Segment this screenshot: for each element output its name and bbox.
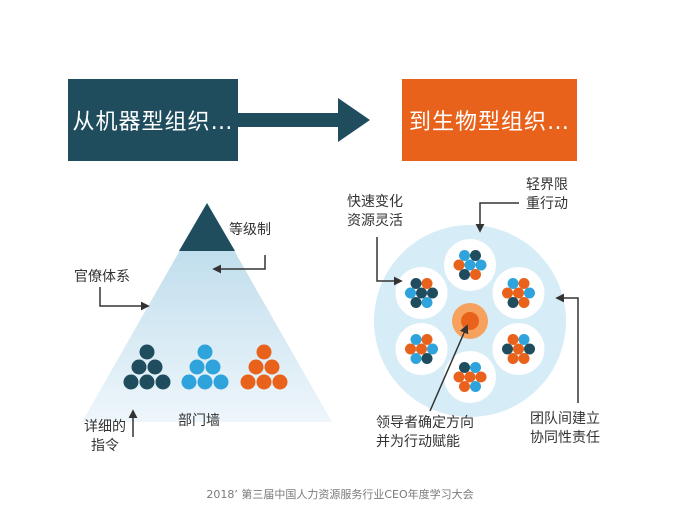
organism-member-dot	[507, 333, 519, 345]
team-member-dot	[147, 359, 163, 375]
team-member-dot	[155, 374, 171, 390]
organism-member-dot	[523, 343, 535, 355]
fast-change-label: 快速变化 资源灵活	[347, 194, 403, 229]
organism-member-dot	[421, 353, 433, 365]
organism-member-dot	[421, 297, 433, 309]
organism-member-dot	[459, 269, 470, 281]
bureaucracy-label: 官僚体系	[74, 269, 130, 285]
organism-member-dot	[470, 381, 481, 393]
team-member-dot	[213, 374, 229, 390]
organism-member-dot	[518, 277, 530, 289]
organism-member-dot	[405, 287, 417, 299]
pyramid-apex	[179, 203, 235, 251]
detailed-instructions-label: 详细的 指令	[84, 419, 126, 454]
organism-member-dot	[421, 333, 433, 345]
team-member-dot	[256, 344, 272, 360]
pyramid-team-groups	[123, 344, 288, 390]
transition-arrow	[238, 98, 370, 142]
organism-cells	[395, 239, 545, 403]
organism-member-dot	[507, 297, 519, 309]
organism-organization-label: 到生物型组织…	[408, 110, 570, 135]
organism-member-dot	[459, 249, 470, 261]
organism-member-dot	[475, 259, 487, 271]
organism-member-dot	[501, 287, 513, 299]
light-bounds-label: 轻界限 重行动	[526, 177, 568, 212]
organism-member-dot	[421, 277, 433, 289]
light-bounds-pointer	[475, 202, 519, 233]
organism-member-dot	[410, 353, 422, 365]
organism-member-dot	[410, 277, 422, 289]
organism-member-dot	[470, 361, 481, 373]
team-member-dot	[264, 359, 280, 375]
organism-member-dot	[416, 343, 428, 355]
fast-change-pointer	[376, 237, 403, 286]
organism-member-dot	[518, 297, 530, 309]
team-member-dot	[197, 344, 213, 360]
team-member-dot	[248, 359, 264, 375]
organism-member-dot	[416, 287, 428, 299]
team-member-dot	[272, 374, 288, 390]
organism-core-inner	[461, 312, 479, 330]
organism-member-dot	[475, 371, 487, 383]
organism-member-dot	[512, 287, 524, 299]
organism-member-dot	[470, 249, 481, 261]
department-walls-label: 部门墙	[178, 413, 220, 429]
team-member-dot	[256, 374, 272, 390]
hierarchy-label: 等级制	[229, 222, 271, 238]
team-pointer	[555, 293, 579, 403]
organism-member-dot	[464, 259, 476, 271]
organism-member-dot	[518, 353, 530, 365]
hierarchy-pointer	[212, 255, 266, 274]
organism-member-dot	[518, 333, 530, 345]
organism-member-dot	[427, 287, 439, 299]
team-member-dot	[139, 344, 155, 360]
bureaucracy-pointer	[99, 287, 150, 311]
machine-organization-label: 从机器型组织…	[72, 110, 234, 135]
organism-organization-box: 到生物型组织…	[402, 79, 577, 161]
team-member-dot	[123, 374, 139, 390]
team-member-dot	[240, 374, 256, 390]
team-member-dot	[181, 374, 197, 390]
organism-member-dot	[523, 287, 535, 299]
organism-member-dot	[507, 277, 519, 289]
organism-annotations	[376, 202, 579, 412]
team-member-dot	[139, 374, 155, 390]
organism-member-dot	[410, 333, 422, 345]
team-member-dot	[205, 359, 221, 375]
organism-member-dot	[464, 371, 476, 383]
pyramid-annotations	[99, 255, 266, 437]
organism-member-dot	[470, 269, 481, 281]
organism-member-dot	[405, 343, 417, 355]
organism-member-dot	[453, 259, 465, 271]
organism-member-dot	[410, 297, 422, 309]
team-member-dot	[189, 359, 205, 375]
organism-member-dot	[459, 361, 470, 373]
organism-member-dot	[507, 353, 519, 365]
leader-pointer	[429, 324, 469, 412]
organism-member-dot	[427, 343, 439, 355]
team-member-dot	[197, 374, 213, 390]
organism	[374, 225, 566, 417]
organism-member-dot	[459, 381, 470, 393]
footer-caption: 2018’ 第三届中国人力资源服务行业CEO年度学习大会	[206, 488, 474, 501]
team-member-dot	[131, 359, 147, 375]
organism-member-dot	[512, 343, 524, 355]
team-accountability-label: 团队间建立 协同性责任	[530, 411, 600, 446]
organism-member-dot	[501, 343, 513, 355]
organism-member-dot	[453, 371, 465, 383]
leader-label: 领导者确定方向 并为行动赋能	[376, 415, 474, 450]
machine-organization-box: 从机器型组织…	[68, 79, 238, 161]
